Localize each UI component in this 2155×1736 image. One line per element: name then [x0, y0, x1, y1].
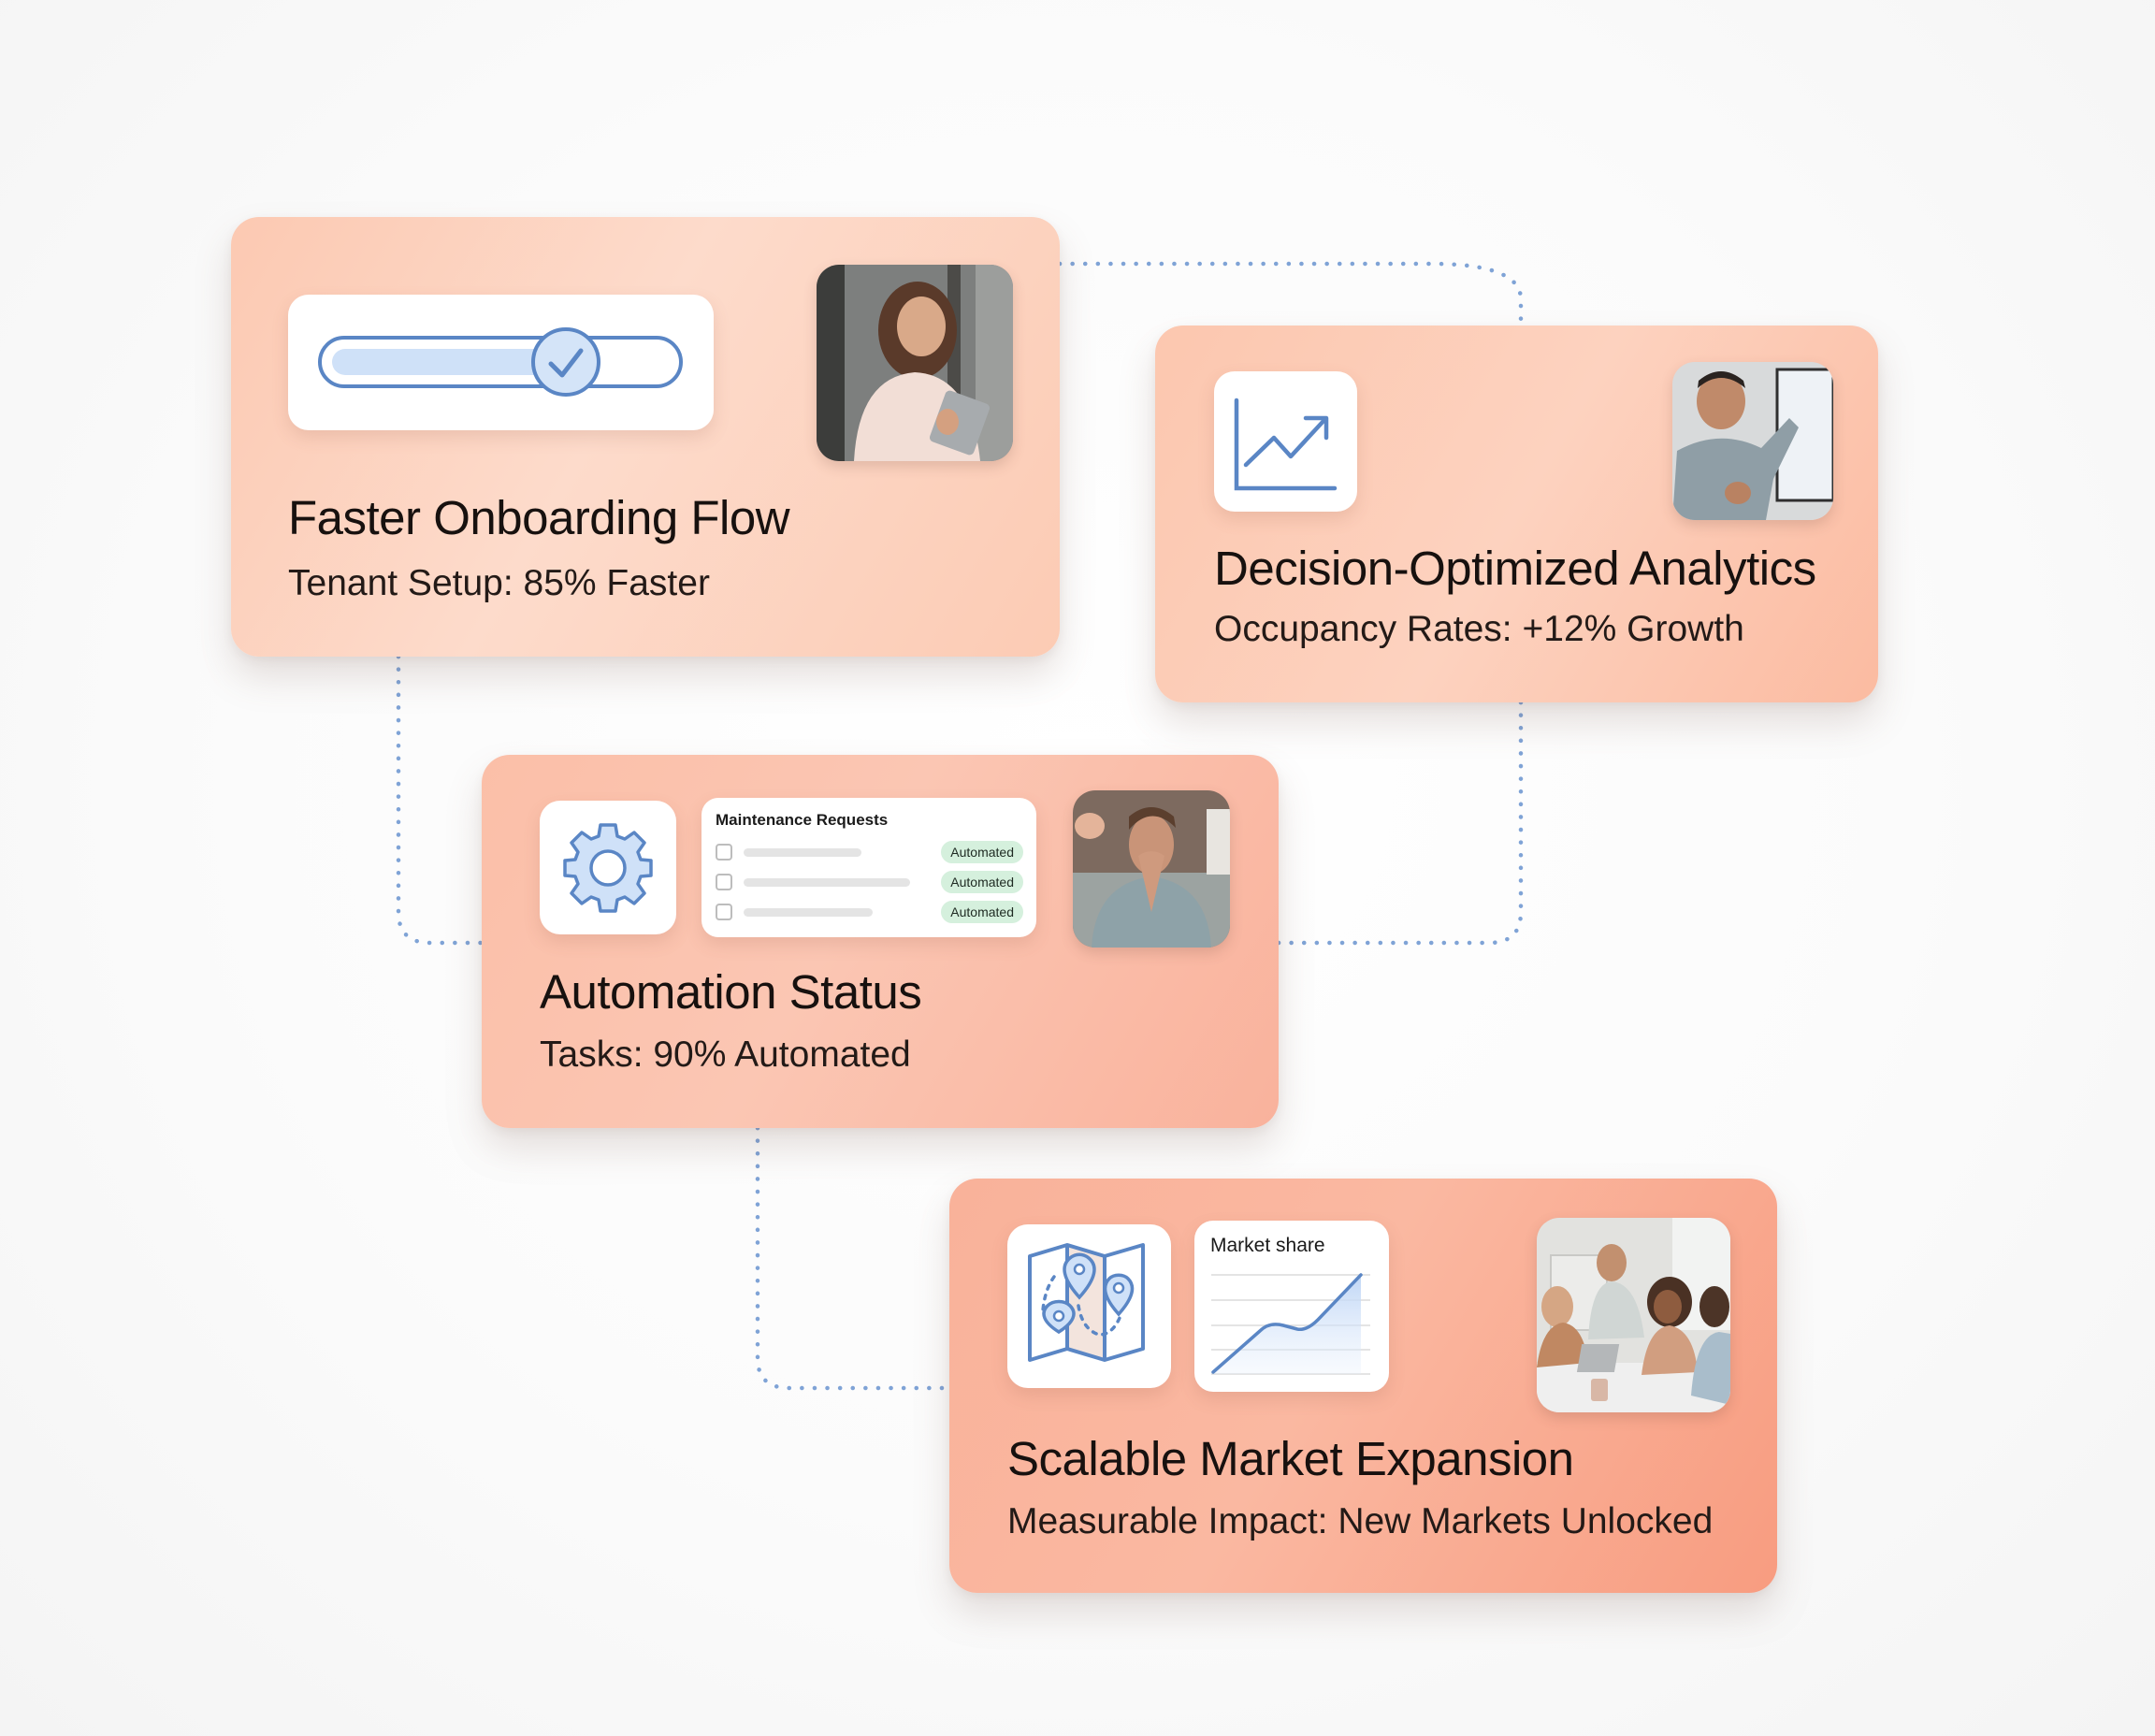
progress-bar-icon	[318, 327, 683, 397]
row-checkbox[interactable]	[716, 874, 732, 890]
card-subtitle: Measurable Impact: New Markets Unlocked	[1007, 1501, 1714, 1541]
row-checkbox[interactable]	[716, 844, 732, 861]
connector-onboarding-to-automation	[396, 654, 485, 946]
trending-up-chart-icon	[1234, 398, 1338, 491]
card-title: Faster Onboarding Flow	[288, 491, 790, 544]
card-title: Automation Status	[540, 965, 922, 1019]
analytics-icon-box	[1214, 371, 1357, 512]
check-icon	[548, 348, 584, 378]
gear-icon	[563, 823, 653, 913]
card-faster-onboarding[interactable]: Faster Onboarding Flow Tenant Setup: 85%…	[231, 217, 1060, 657]
card-automation-status[interactable]: Maintenance Requests Automated Automated…	[482, 755, 1279, 1128]
placeholder-bar	[744, 908, 873, 917]
card-title: Scalable Market Expansion	[1007, 1432, 1574, 1485]
card-title: Decision-Optimized Analytics	[1214, 542, 1816, 595]
placeholder-bar	[744, 848, 861, 857]
man-presenting-whiteboard-photo	[1672, 362, 1833, 520]
stressed-man-photo	[1073, 790, 1230, 948]
maintenance-row: Automated	[716, 901, 1023, 923]
market-share-line-icon	[1211, 1273, 1370, 1375]
card-scalable-market-expansion[interactable]: Market share	[949, 1179, 1777, 1593]
card-subtitle: Occupancy Rates: +12% Growth	[1214, 609, 1744, 649]
card-subtitle: Tasks: 90% Automated	[540, 1034, 911, 1075]
connector-onboarding-to-analytics	[1057, 261, 1524, 328]
market-share-title: Market share	[1210, 1235, 1325, 1256]
automated-badge: Automated	[941, 871, 1023, 893]
team-meeting-photo	[1537, 1218, 1730, 1412]
connector-analytics-to-automation	[1276, 700, 1524, 946]
row-checkbox[interactable]	[716, 904, 732, 920]
market-share-chart: Market share	[1194, 1221, 1389, 1392]
card-decision-analytics[interactable]: Decision-Optimized Analytics Occupancy R…	[1155, 326, 1878, 702]
gear-icon-box	[540, 801, 676, 934]
progress-widget	[288, 295, 714, 430]
woman-using-tablet-photo	[817, 265, 1013, 461]
placeholder-bar	[744, 878, 910, 887]
map-icon-box	[1007, 1224, 1171, 1388]
card-subtitle: Tenant Setup: 85% Faster	[288, 563, 710, 603]
maintenance-requests-title: Maintenance Requests	[716, 811, 889, 829]
maintenance-row: Automated	[716, 871, 1023, 893]
automated-badge: Automated	[941, 841, 1023, 863]
maintenance-row: Automated	[716, 841, 1023, 863]
maintenance-requests-panel: Maintenance Requests Automated Automated…	[701, 798, 1036, 937]
map-pins-icon	[1028, 1243, 1145, 1362]
connector-automation-to-expansion	[755, 1125, 952, 1391]
automated-badge: Automated	[941, 901, 1023, 923]
